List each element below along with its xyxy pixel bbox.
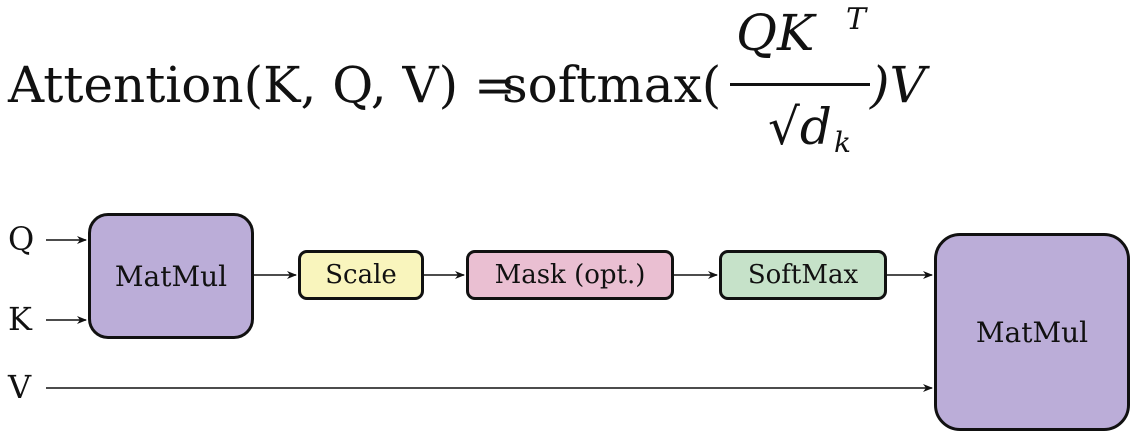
matmul-block-first-label: MatMul xyxy=(114,259,228,293)
mask-block: Mask (opt.) xyxy=(466,250,674,300)
attention-formula: Attention(K, Q, V) = softmax( QK T √d k … xyxy=(8,0,1008,180)
matmul-block-second: MatMul xyxy=(934,233,1130,431)
scale-block-label: Scale xyxy=(325,260,397,290)
formula-tail: )V xyxy=(870,56,926,114)
formula-function-name: softmax( xyxy=(502,56,722,114)
diagram-connectors xyxy=(46,236,933,392)
attention-diagram: Q K V MatMul Scale Mask (opt.) SoftMax M… xyxy=(0,195,1135,438)
formula-lhs: Attention(K, Q, V) = xyxy=(8,56,516,114)
formula-fraction-bar xyxy=(730,83,870,86)
mask-block-label: Mask (opt.) xyxy=(494,260,646,290)
formula-denominator-subscript: k xyxy=(834,126,851,159)
formula-denominator: √d xyxy=(768,98,832,156)
input-label-q: Q xyxy=(8,220,35,258)
input-label-v: V xyxy=(8,368,32,406)
scale-block: Scale xyxy=(298,250,424,300)
softmax-block: SoftMax xyxy=(719,250,887,300)
input-label-k: K xyxy=(8,300,32,338)
formula-numerator: QK xyxy=(736,4,815,62)
matmul-block-first: MatMul xyxy=(88,213,254,339)
formula-numerator-superscript: T xyxy=(846,2,867,37)
softmax-block-label: SoftMax xyxy=(747,260,859,290)
matmul-block-second-label: MatMul xyxy=(975,315,1089,349)
